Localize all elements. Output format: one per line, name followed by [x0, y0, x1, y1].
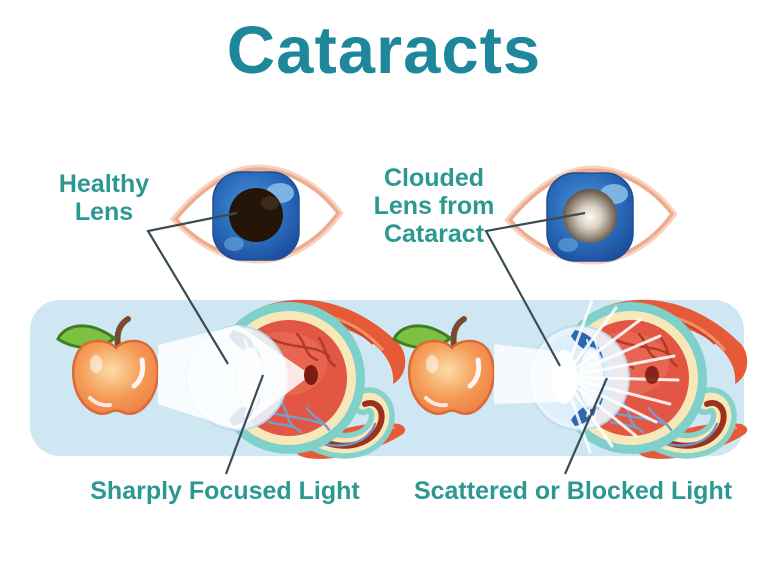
page-title: Cataracts [226, 13, 542, 88]
focused-light-cone [158, 325, 318, 430]
pointer-line-scattered-light [563, 377, 609, 475]
healthy-lens-label-line1: Healthy [58, 170, 150, 198]
pointer-line-focused-light [224, 374, 265, 475]
pointer-line-healthy-lens [146, 211, 238, 365]
clouded-lens-label: Clouded Lens from Cataract [346, 164, 522, 248]
pointer-line-clouded-lens [484, 211, 586, 367]
scattered-light-rays [494, 298, 680, 454]
clouded-lens-label-line2: Lens from [373, 192, 495, 220]
clouded-lens-label-line1: Clouded [384, 164, 484, 192]
focused-light-label: Sharply Focused Light [90, 477, 360, 505]
clouded-lens-label-line3: Cataract [383, 220, 485, 248]
healthy-eye-icon [176, 169, 338, 260]
cataract-eye-icon [510, 170, 672, 261]
healthy-lens-label: Healthy Lens [18, 170, 190, 226]
scattered-light-label: Scattered or Blocked Light [413, 477, 733, 505]
healthy-lens-label-line2: Lens [74, 198, 134, 226]
